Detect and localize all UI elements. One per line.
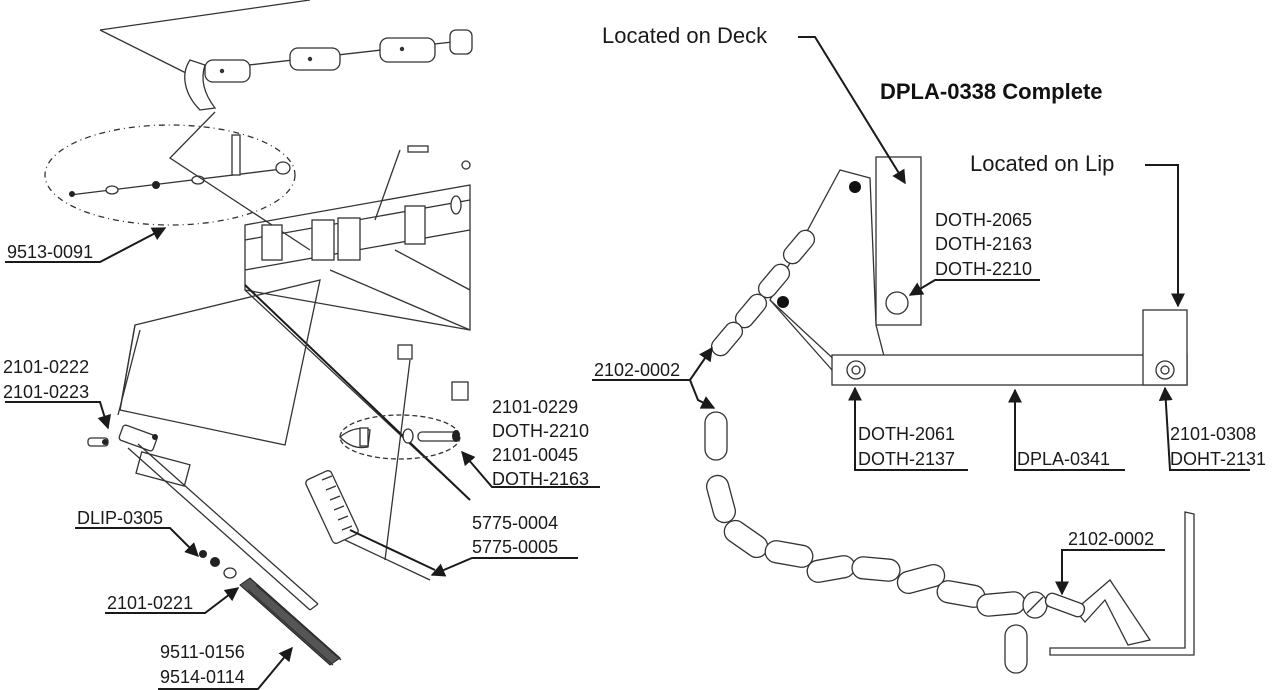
part-label-2101-0221: 2101-0221 <box>107 593 194 613</box>
part-label-doht-2131: DOHT-2131 <box>1170 449 1267 469</box>
lip-frame <box>244 145 471 501</box>
part-label-doth-2163-right: DOTH-2163 <box>935 234 1033 254</box>
part-label-2101-0308: 2101-0308 <box>1170 424 1257 444</box>
part-label-dpla-0341: DPLA-0341 <box>1017 449 1111 469</box>
part-label-doth-2210-left: DOTH-2210 <box>492 421 590 441</box>
part-label-doth-2065: DOTH-2065 <box>935 210 1033 230</box>
part-label-doth-2210-right: DOTH-2210 <box>935 259 1033 279</box>
right-leader-lines <box>592 36 1250 596</box>
part-label-9513-0091: 9513-0091 <box>7 242 94 262</box>
part-label-9511-0156: 9511-0156 <box>160 642 245 662</box>
part-label-9514-0114: 9514-0114 <box>160 667 245 687</box>
spring-assembly <box>305 470 436 581</box>
lip-rod-assembly <box>87 329 342 666</box>
part-label-2102-0002-keeper: 2102-0002 <box>1068 529 1155 549</box>
part-label-doth-2137: DOTH-2137 <box>858 449 956 469</box>
part-label-doth-2163-left: DOTH-2163 <box>492 469 590 489</box>
part-label-2101-0222: 2101-0222 <box>3 357 90 377</box>
part-label-2102-0002-chain: 2102-0002 <box>594 360 681 380</box>
part-label-2101-0229: 2101-0229 <box>492 397 579 417</box>
part-label-dlip-0305: DLIP-0305 <box>77 508 164 528</box>
keeper-assembly <box>339 359 461 561</box>
left-leader-lines <box>5 227 600 690</box>
part-label-5775-0005: 5775-0005 <box>472 537 559 557</box>
part-label-2101-0045: 2101-0045 <box>492 445 579 465</box>
lip-plate <box>119 279 321 446</box>
lip-keeper-bracket <box>1022 511 1195 656</box>
part-label-2101-0223: 2101-0223 <box>3 382 90 402</box>
chain-upper <box>710 229 816 357</box>
part-label-5775-0004: 5775-0004 <box>472 513 559 533</box>
part-label-doth-2061: DOTH-2061 <box>858 424 956 444</box>
assembly-title: DPLA-0338 Complete <box>880 79 1103 104</box>
located-on-lip-label: Located on Lip <box>970 151 1115 176</box>
pin-ellipse-group <box>44 111 311 251</box>
located-on-deck-label: Located on Deck <box>602 23 768 48</box>
dpla-0338-assembly <box>769 156 1188 386</box>
hinge-pin-assembly <box>99 0 473 111</box>
